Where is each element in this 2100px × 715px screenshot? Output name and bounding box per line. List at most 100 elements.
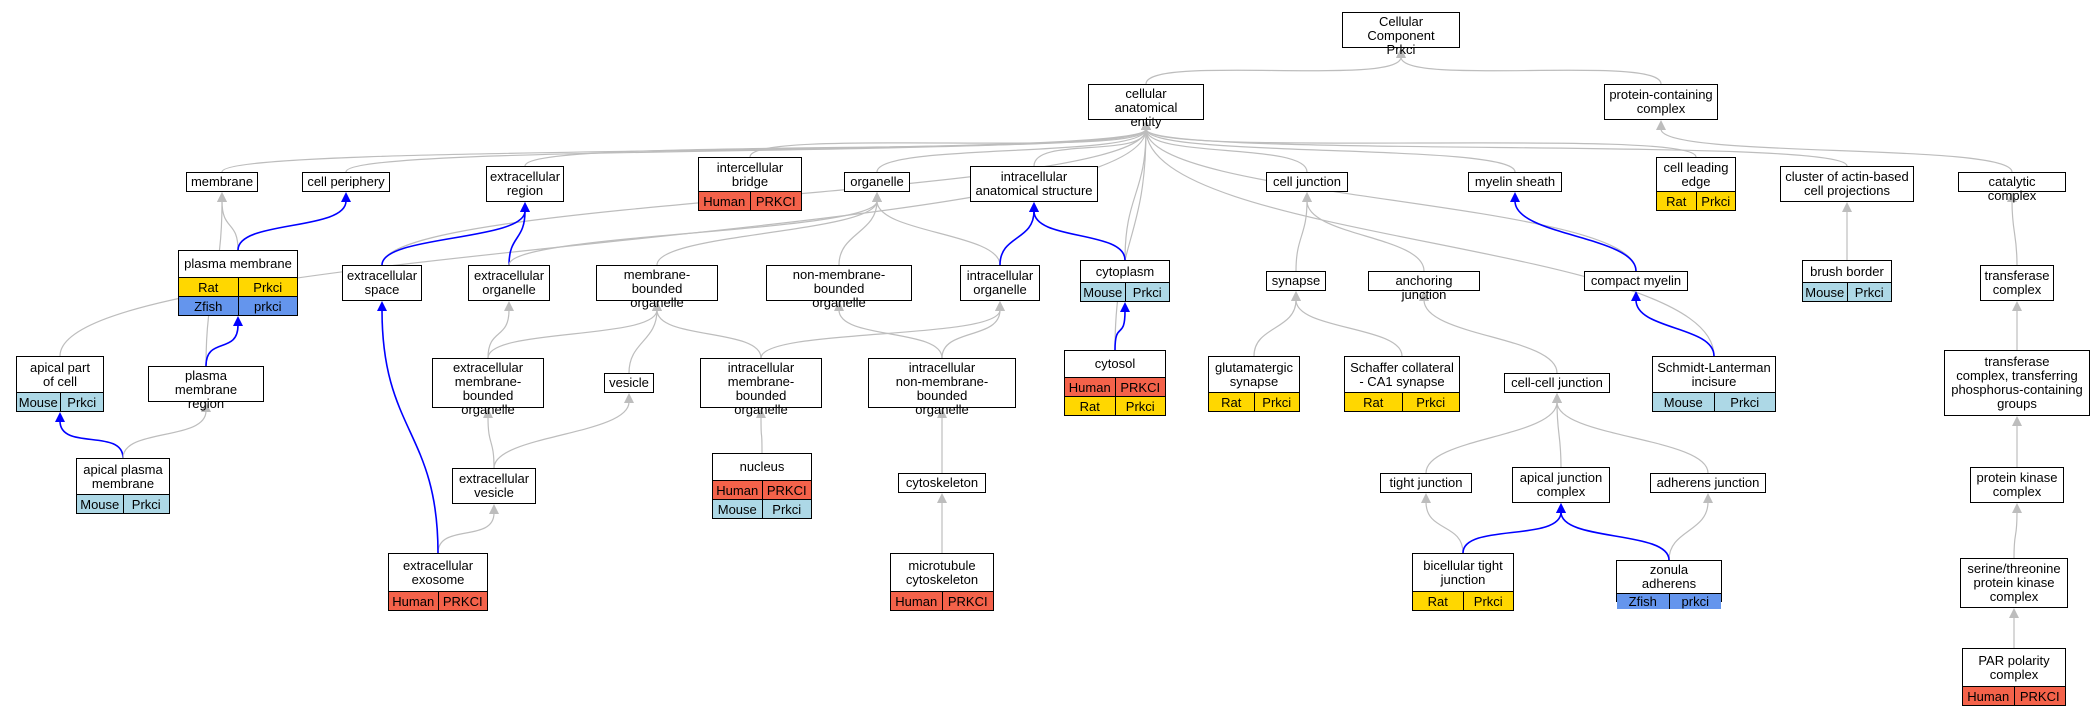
node-label: cellular anatomical entity <box>1114 86 1178 129</box>
node-exorg[interactable]: extracellular organelle <box>468 265 550 301</box>
node-pmregion[interactable]: plasma membrane region <box>148 366 264 411</box>
node-exvesicle[interactable]: extracellular vesicle <box>452 468 536 504</box>
node-exmbo[interactable]: extracellular membrane-bounded organelle <box>432 358 544 417</box>
annotation-gene: prkci <box>237 297 298 315</box>
annotation-species: Human <box>1967 688 2010 704</box>
edge-is_a-exvesicle-vesicle <box>493 401 630 469</box>
node-label: synapse <box>1271 273 1321 288</box>
node-pcc[interactable]: protein-containing complex <box>1604 84 1718 120</box>
node-celljunction[interactable]: cell junction <box>1266 172 1348 192</box>
node-synapse[interactable]: synapse <box>1266 271 1326 291</box>
node-label: tight junction <box>1389 475 1463 490</box>
node-mbo[interactable]: membrane-bounded organelle <box>596 265 718 310</box>
edge-is_a-exmbo-exorg <box>487 309 510 359</box>
edge-arrowhead <box>2012 503 2022 513</box>
node-tightjunction[interactable]: tight junction <box>1380 473 1472 493</box>
node-label: transferase complex <box>1984 268 2050 297</box>
edge-arrowhead <box>2007 192 2017 202</box>
annotation-row: Zfish prkci <box>179 296 297 315</box>
node-organelle[interactable]: organelle <box>844 172 910 192</box>
node-exreg[interactable]: extracellular region <box>486 166 564 202</box>
node-cellcell[interactable]: cell-cell junction <box>1504 373 1610 393</box>
node-label: intercellular bridge <box>716 159 784 189</box>
edge-part_of-bicellular-apicaljunction <box>1462 511 1562 554</box>
edge-part_of-apicalpm-apicalpart <box>59 420 124 459</box>
annotation-gene: Prkci <box>1114 397 1166 415</box>
annotation-gene: Prkci <box>761 500 812 518</box>
node-transferase2[interactable]: transferase complex, transferring phosph… <box>1944 350 2090 416</box>
edge-is_a-mbo-organelle <box>656 200 878 266</box>
edge-arrowhead <box>1842 202 1852 212</box>
node-label: Schmidt-Lanterman incisure <box>1657 359 1771 389</box>
edge-arrowhead <box>341 192 351 202</box>
edge-is_a-glutsyn-synapse <box>1253 299 1297 357</box>
node-anchoring[interactable]: anchoring junction <box>1368 271 1480 302</box>
edge-is_a-compactmyelin-cae <box>1145 128 1637 272</box>
node-serthr[interactable]: serine/threonine protein kinase complex <box>1960 558 2068 608</box>
node-icmbo[interactable]: intracellular membrane-bounded organelle <box>700 358 822 417</box>
node-cc[interactable]: Cellular Component Prkci <box>1342 12 1460 57</box>
node-periphery[interactable]: cell periphery <box>302 172 390 192</box>
node-catalytic[interactable]: catalytic complex <box>1958 172 2066 203</box>
node-label: membrane-bounded organelle <box>623 267 691 310</box>
edge-is_a-myelin-cae <box>1145 128 1516 173</box>
annotation-species: Human <box>1068 379 1111 395</box>
node-membrane[interactable]: membrane <box>186 172 258 192</box>
node-actinproj[interactable]: cluster of actin-based cell projections <box>1780 166 1914 202</box>
node-icorg[interactable]: intracellular organelle <box>960 265 1040 301</box>
node-adherens[interactable]: adherens junction <box>1650 473 1766 493</box>
node-transferase[interactable]: transferase complex <box>1980 265 2054 301</box>
edge-is_a-icmbo-icorg <box>760 309 1001 359</box>
node-icas[interactable]: intracellular anatomical structure <box>970 166 1098 202</box>
node-myelin[interactable]: myelin sheath <box>1468 172 1562 192</box>
node-nmbo[interactable]: non-membrane-bounded organelle <box>766 265 912 310</box>
node-apicaljunction[interactable]: apical junction complex <box>1512 467 1610 503</box>
edge-is_a-apicaljunction-cellcell <box>1556 401 1562 468</box>
annotation-gene: Prkci <box>1713 393 1776 411</box>
node-label: extracellular exosome <box>402 557 474 587</box>
node-cytoskeleton[interactable]: cytoskeleton <box>898 473 986 493</box>
node-icnmbo[interactable]: intracellular non-membrane-bounded organ… <box>868 358 1016 417</box>
node-label: anchoring junction <box>1395 273 1453 302</box>
edge-is_a-exorg-organelle <box>508 200 878 266</box>
node-label: membrane <box>190 174 254 189</box>
edge-arrowhead <box>1510 192 1520 202</box>
node-label: cytoskeleton <box>905 475 979 490</box>
edge-arrowhead <box>489 504 499 514</box>
node-cae[interactable]: cellular anatomical entity <box>1088 84 1204 129</box>
node-vesicle[interactable]: vesicle <box>604 373 654 393</box>
node-pkc[interactable]: protein kinase complex <box>1970 467 2064 503</box>
node-label: extracellular membrane-bounded organelle <box>452 360 524 417</box>
annotation-gene: Prkci <box>59 393 104 411</box>
node-exspace[interactable]: extracellular space <box>342 265 422 301</box>
edge-arrowhead <box>1029 202 1039 212</box>
edge-is_a-cellcell-anchoring <box>1423 299 1558 374</box>
edge-is_a-exmbo-mbo <box>487 309 658 359</box>
annotation-species: Human <box>392 593 435 609</box>
annotation-species: Zfish <box>194 298 223 314</box>
edge-is_a-synapse-celljunction <box>1295 200 1308 272</box>
edge-part_of-cytosol-cytoplasm <box>1114 310 1126 351</box>
node-compactmyelin[interactable]: compact myelin <box>1584 271 1688 291</box>
